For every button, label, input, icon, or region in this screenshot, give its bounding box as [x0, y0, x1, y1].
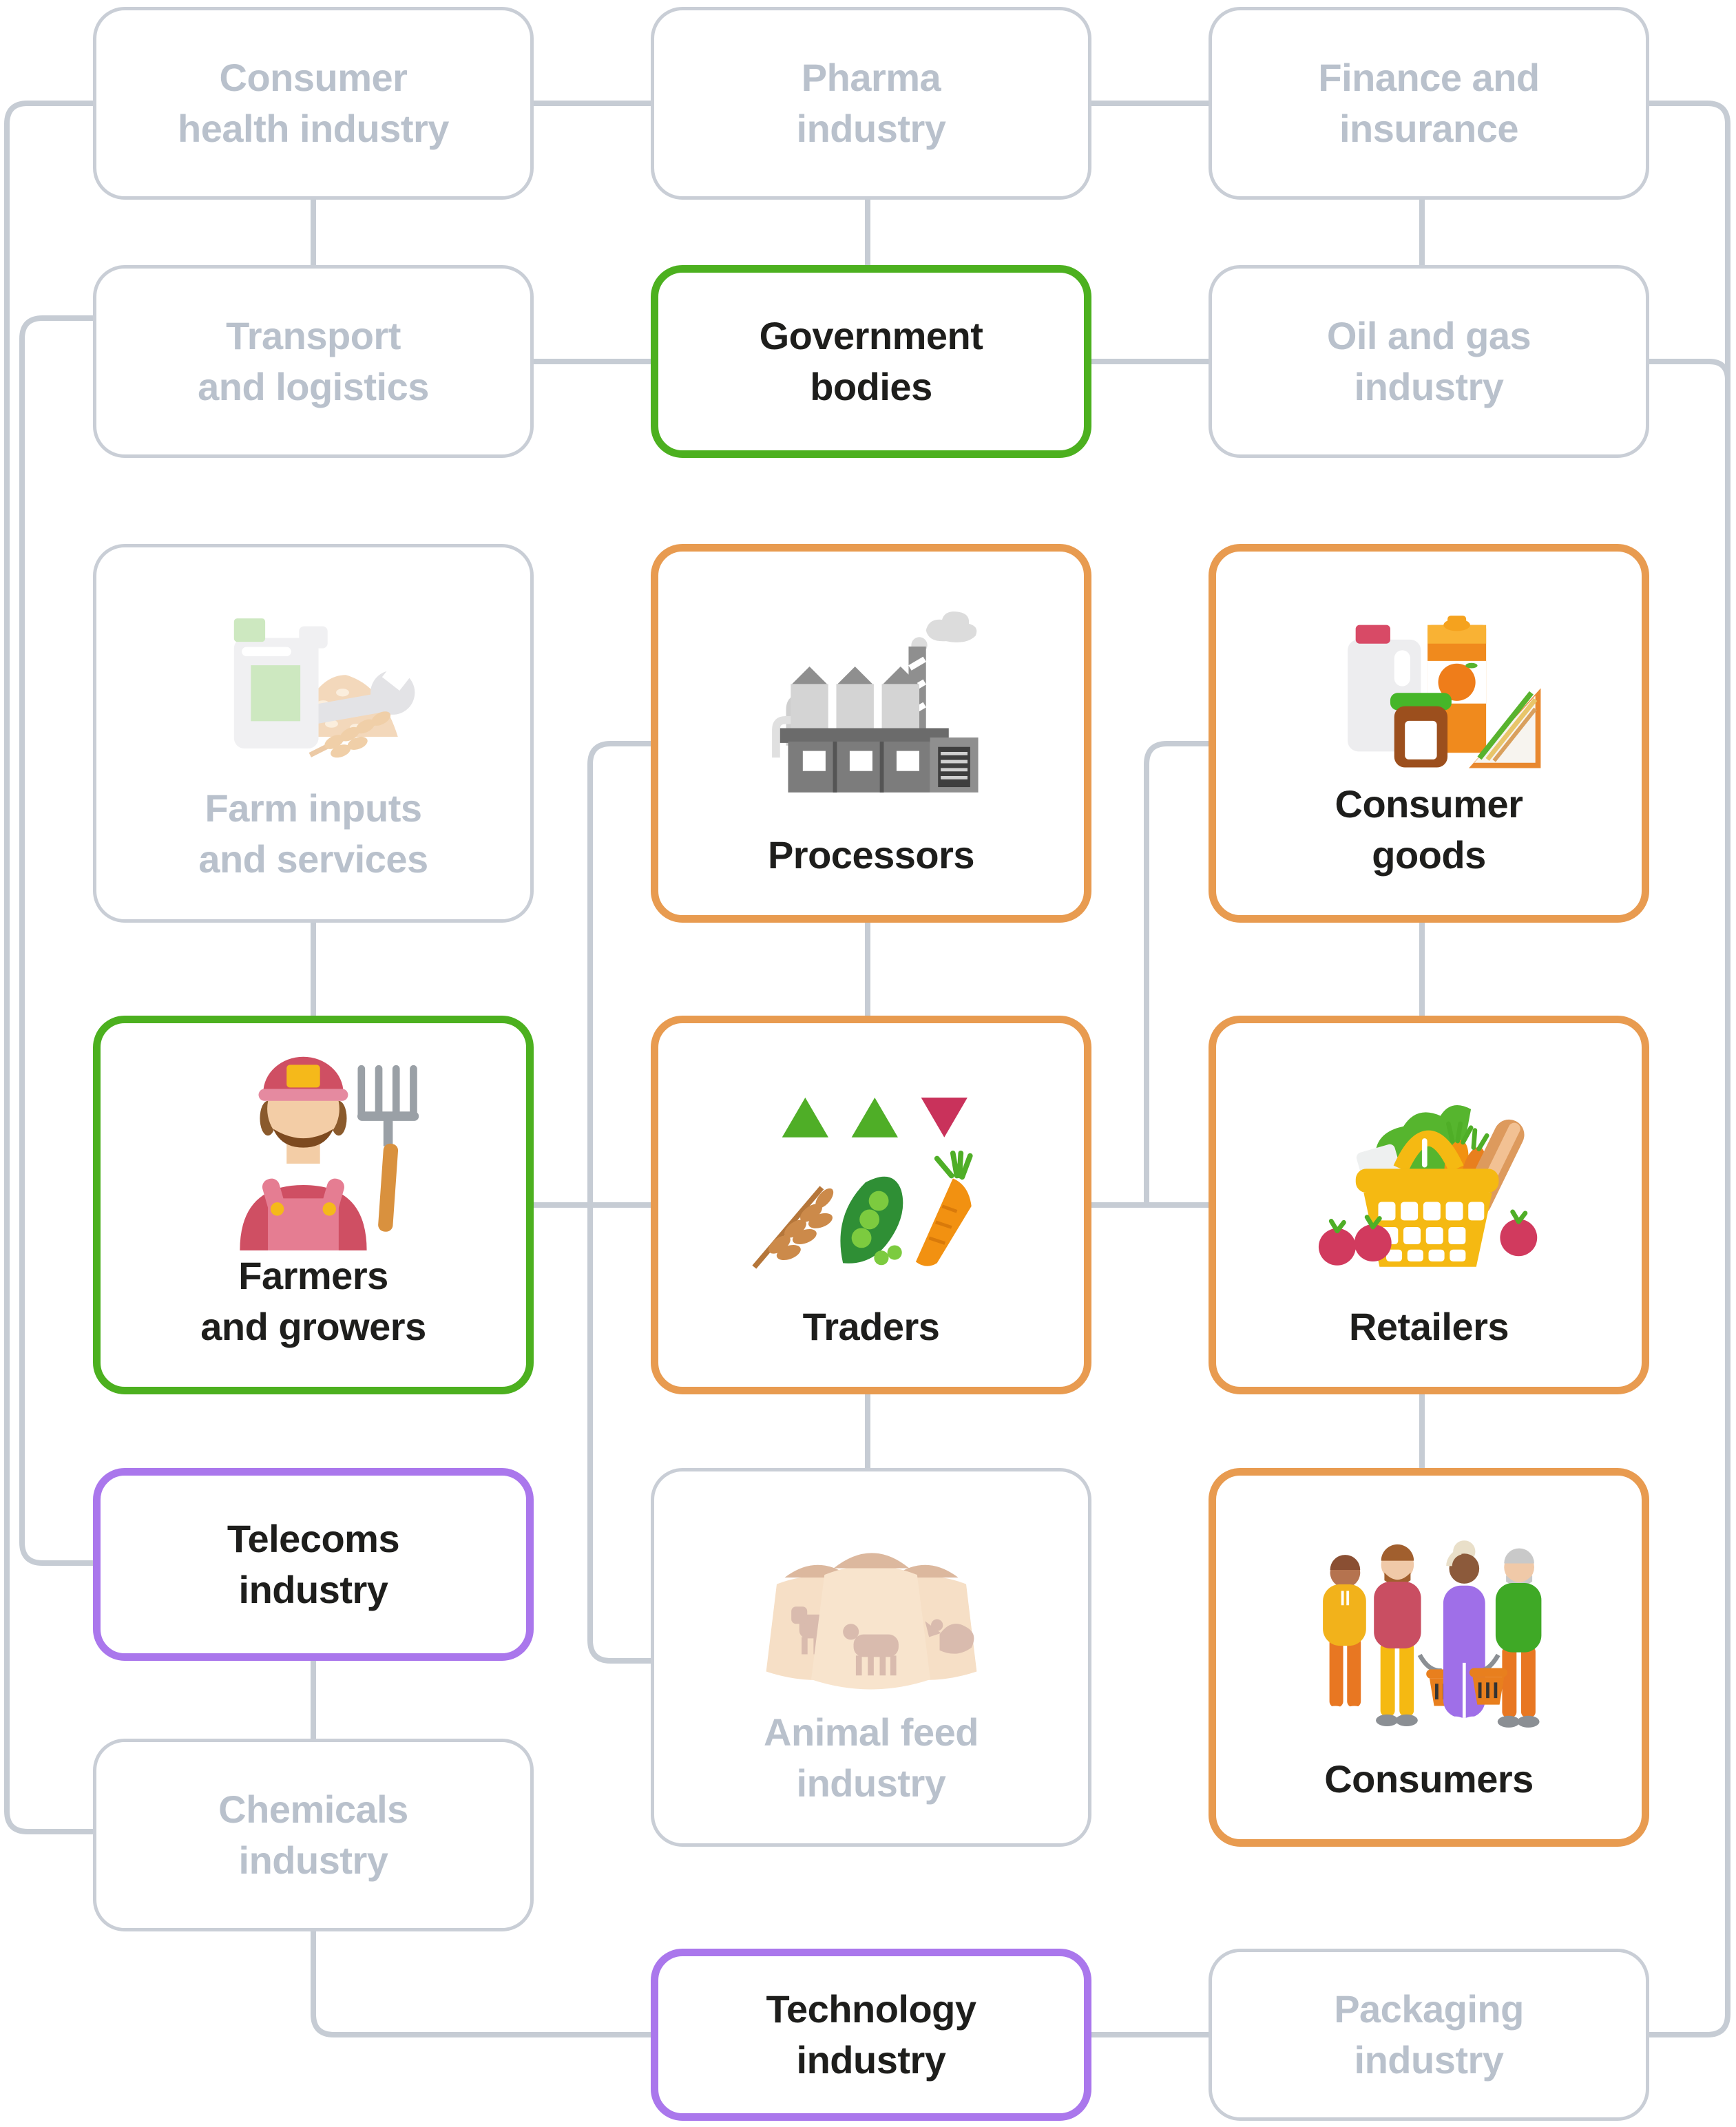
- node-transport-logistics: Transport and logistics: [93, 265, 534, 458]
- node-consumers: Consumers: [1209, 1468, 1649, 1847]
- node-animal-feed-industry: Animal feed industry: [651, 1468, 1091, 1847]
- node-label: Oil and gas industry: [1326, 314, 1531, 408]
- node-label: Technology industry: [766, 1987, 976, 2082]
- node-telecoms-industry: Telecoms industry: [93, 1468, 534, 1661]
- feed-sacks-icon: [654, 1471, 1088, 1707]
- node-consumer-health-industry: Consumer health industry: [93, 7, 534, 200]
- node-label: Government bodies: [759, 314, 983, 408]
- shoppers-icon: [1216, 1476, 1642, 1754]
- node-label: Pharma industry: [796, 56, 946, 150]
- edge-transport-telecoms: [19, 315, 97, 1566]
- node-farm-inputs-services: Farm inputs and services: [93, 544, 534, 923]
- node-chemicals-industry: Chemicals industry: [93, 1739, 534, 1931]
- node-label: Animal feed industry: [764, 1710, 979, 1805]
- farmer-icon: [101, 1004, 526, 1251]
- edge-consumer-goods-junction: [1144, 741, 1213, 1205]
- node-label: Consumers: [1324, 1757, 1534, 1801]
- edge-chemicals-technology: [311, 1927, 655, 2037]
- node-oil-gas-industry: Oil and gas industry: [1209, 265, 1649, 458]
- crops-trading-icon: [658, 1023, 1084, 1301]
- node-pharma-industry: Pharma industry: [651, 7, 1091, 200]
- node-processors: Processors: [651, 544, 1091, 923]
- farm-inputs-icon: [96, 547, 530, 783]
- edge-consumer-health-chemicals: [4, 101, 97, 1834]
- node-packaging-industry: Packaging industry: [1209, 1949, 1649, 2121]
- node-government-bodies: Government bodies: [651, 265, 1091, 458]
- node-label: Farmers and growers: [200, 1254, 426, 1349]
- node-label: Finance and insurance: [1318, 56, 1540, 150]
- node-label: Telecoms industry: [227, 1517, 400, 1611]
- edge-finance-packaging: [1642, 101, 1730, 2037]
- groceries-icon: [1216, 552, 1642, 779]
- node-label: Packaging industry: [1334, 1987, 1524, 2082]
- node-label: Processors: [767, 833, 975, 877]
- node-retailers: Retailers: [1209, 1016, 1649, 1394]
- node-traders: Traders: [651, 1016, 1091, 1394]
- node-label: Chemicals industry: [218, 1788, 408, 1882]
- node-label: Consumer health industry: [178, 56, 449, 150]
- edge-processors-animal-feed: [587, 741, 655, 1664]
- node-finance-insurance: Finance and insurance: [1209, 7, 1649, 200]
- node-label: Traders: [802, 1305, 940, 1349]
- node-farmers-growers: Farmers and growers: [93, 1016, 534, 1394]
- node-technology-industry: Technology industry: [651, 1949, 1091, 2121]
- factory-icon: [658, 552, 1084, 830]
- node-label: Retailers: [1348, 1305, 1509, 1349]
- node-label: Consumer goods: [1335, 782, 1523, 877]
- node-consumer-goods: Consumer goods: [1209, 544, 1649, 923]
- edge-oil-gas-right-trunk: [1642, 359, 1730, 403]
- node-label: Transport and logistics: [198, 314, 429, 408]
- node-label: Farm inputs and services: [198, 786, 428, 881]
- shopping-basket-icon: [1216, 1023, 1642, 1301]
